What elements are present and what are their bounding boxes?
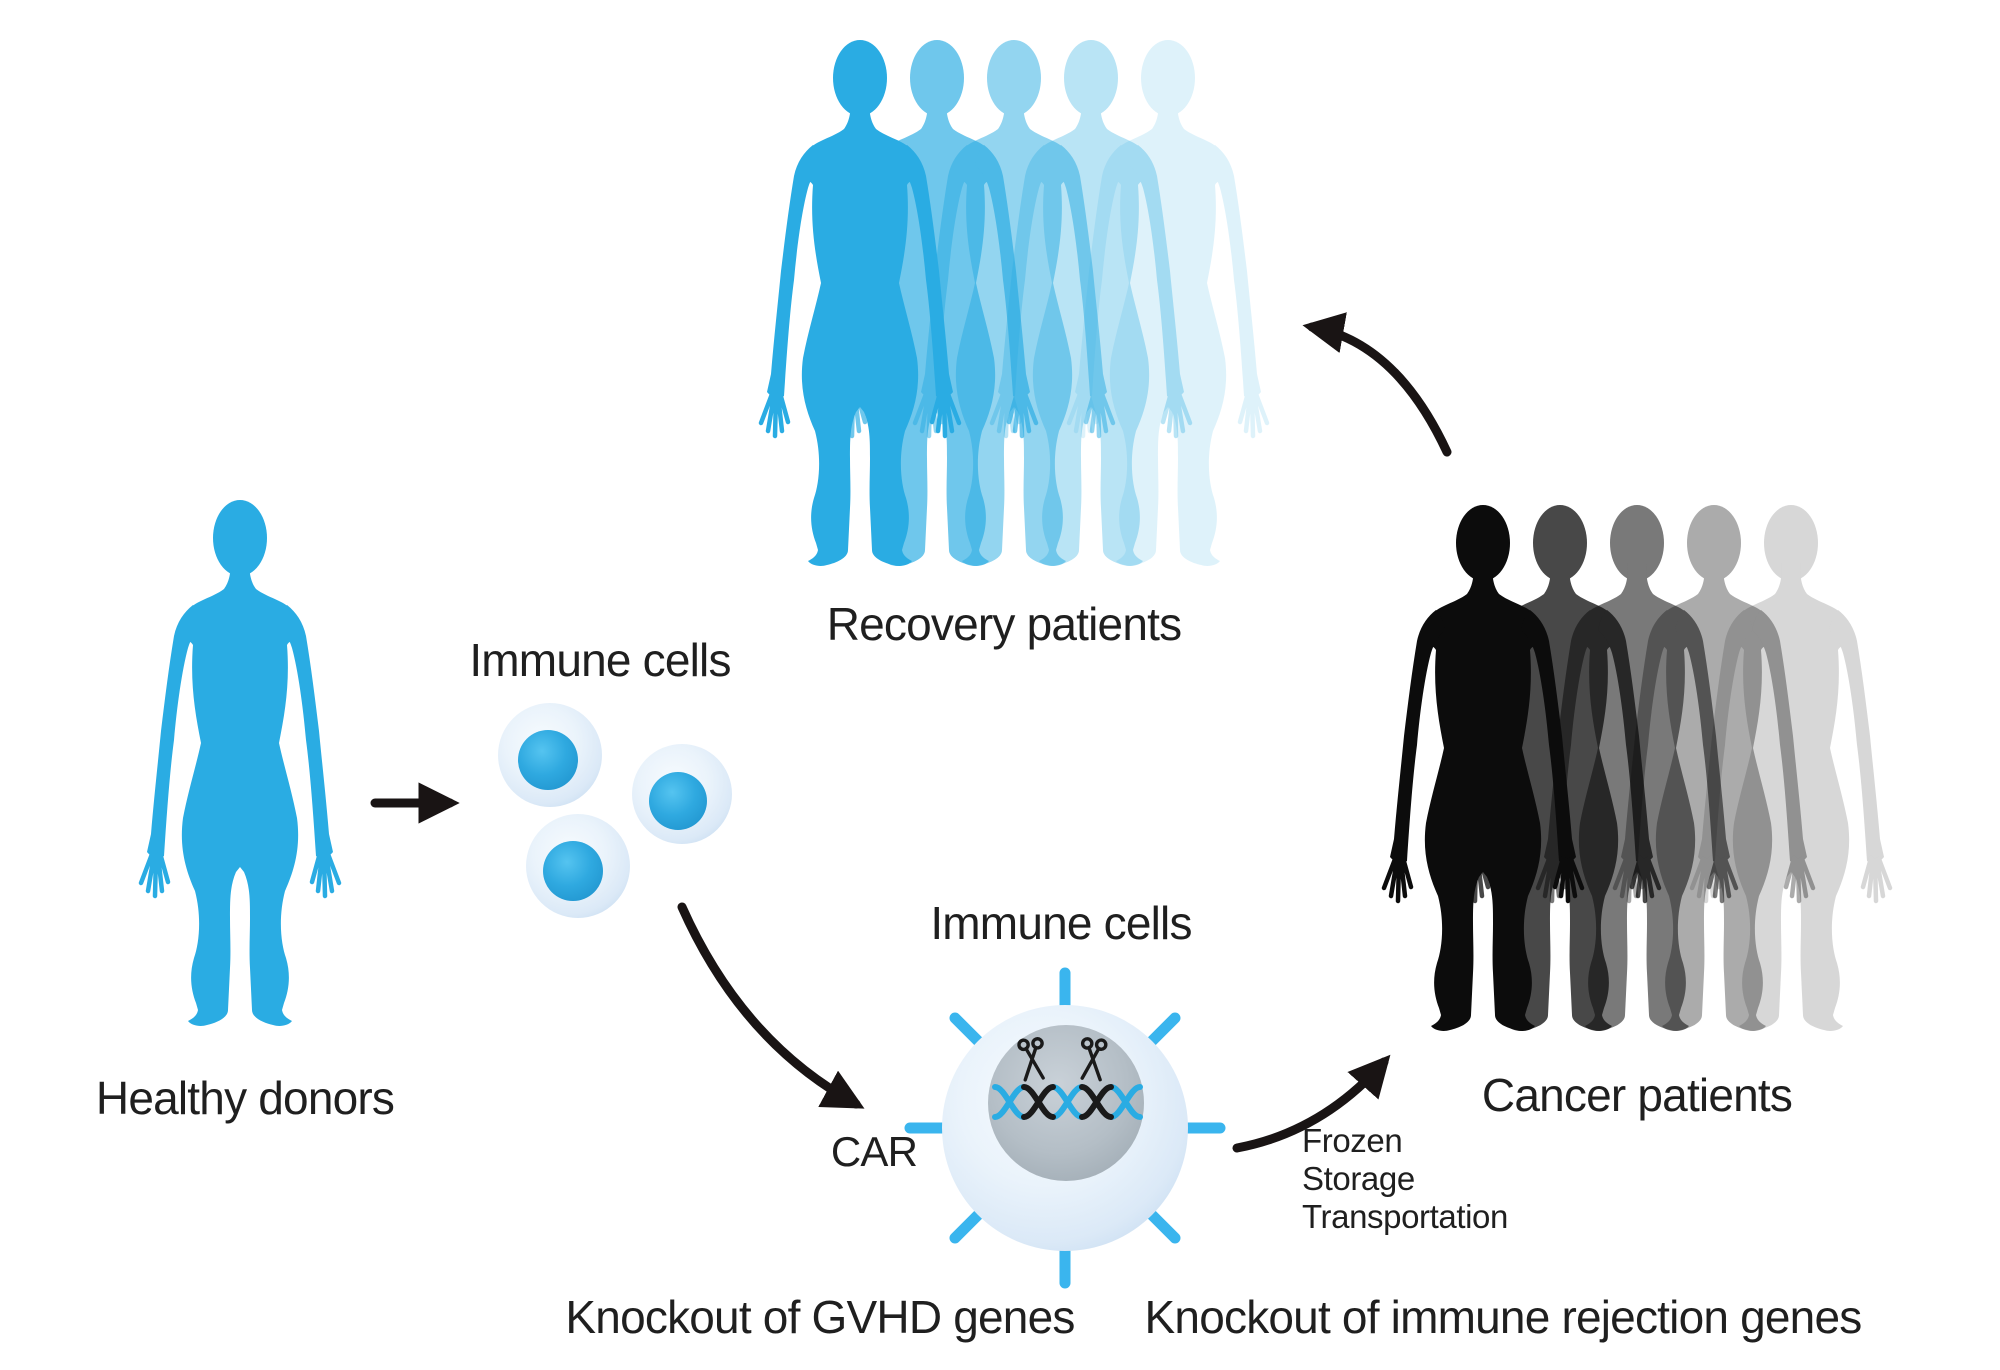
process-storage-label: Storage: [1302, 1160, 1415, 1197]
knockout-gvhd-label: Knockout of GVHD genes: [565, 1291, 1075, 1343]
arrow-cells-to-editing-icon: [677, 902, 865, 1109]
cancer-patients-silhouettes-icon: [1384, 505, 1890, 1031]
process-arrows: [370, 312, 1452, 1153]
healthy-donor-silhouette-icon: [141, 500, 339, 1026]
engineered-car-cell-icon: [904, 967, 1226, 1289]
immune-cells-cluster-icon: [498, 703, 732, 918]
dna-helix-icon: [992, 1084, 1143, 1120]
arrow-cancer-to-recovery-icon: [1302, 312, 1452, 457]
immune-cells-source-label: Immune cells: [469, 634, 731, 686]
process-transportation-label: Transportation: [1302, 1198, 1508, 1235]
immune-cells-engineered-label: Immune cells: [930, 897, 1192, 949]
arrow-editing-to-cancer-patients-icon: [1232, 1054, 1391, 1153]
cell-nucleus-icon: [518, 730, 578, 790]
process-frozen-label: Frozen: [1302, 1122, 1403, 1159]
recovery-patients-silhouettes-icon: [761, 40, 1267, 566]
cell-nucleus-icon: [649, 772, 707, 830]
cell-nucleus-icon: [543, 841, 603, 901]
car-label: CAR: [830, 1128, 918, 1175]
knockout-rejection-label: Knockout of immune rejection genes: [1144, 1291, 1863, 1343]
cancer-patients-label: Cancer patients: [1481, 1069, 1793, 1121]
healthy-donors-label: Healthy donors: [95, 1072, 395, 1124]
recovery-patients-label: Recovery patients: [826, 598, 1182, 650]
